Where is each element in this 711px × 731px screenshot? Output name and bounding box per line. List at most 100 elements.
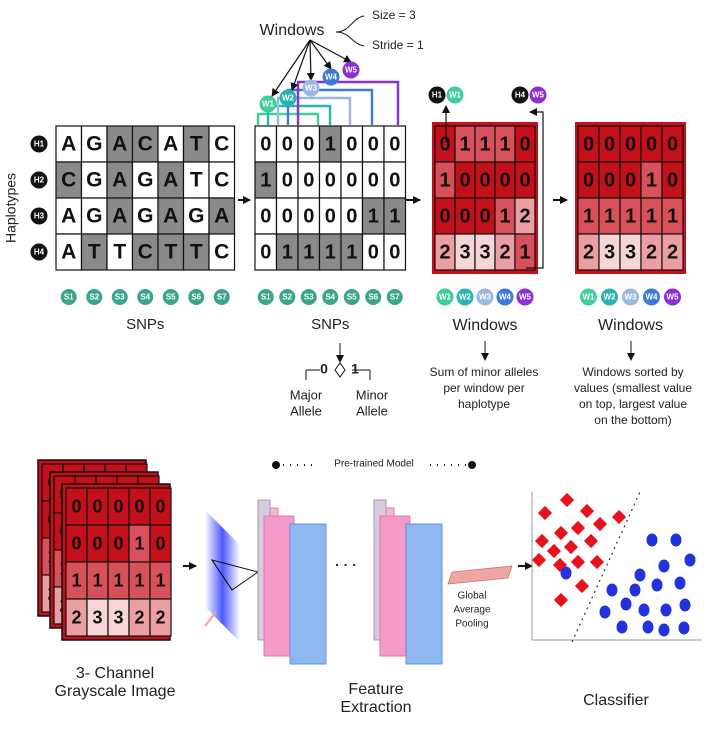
window-matrix-value: 3 — [459, 241, 470, 263]
window-matrix-value: 1 — [439, 169, 450, 191]
sorted-matrix-value: 0 — [604, 133, 615, 155]
sequence-matrix-value: C — [138, 241, 153, 264]
window-badge-4-w5-label: W5 — [667, 293, 680, 302]
class-b-point — [670, 533, 682, 547]
window-badge-3-w2-circle — [456, 288, 474, 306]
class-a-point — [546, 543, 562, 559]
sequence-matrix-value: G — [137, 205, 153, 228]
layer-blue-1 — [289, 523, 327, 665]
sequence-matrix-cell — [80, 197, 108, 235]
snp-badge-s5-circle — [162, 289, 179, 305]
channel-grid-3-value: 0 — [134, 496, 144, 516]
channel-grid-3-value: 0 — [113, 496, 123, 516]
window-badge-3-w4-circle — [496, 288, 514, 306]
sequence-matrix-value: C — [61, 169, 76, 192]
example-arrow-2 — [526, 108, 544, 269]
haplotype-badge-h3-label: H3 — [34, 212, 45, 221]
sequence-matrix-value: C — [214, 133, 229, 156]
channel-caption-line-1: Grayscale Image — [55, 683, 176, 700]
snps-caption-1: SNPs — [126, 316, 164, 333]
class-a-point — [553, 525, 569, 541]
pooling-label-line-0: Global — [458, 591, 487, 602]
class-b-point — [599, 605, 611, 619]
sequence-matrix-cell — [55, 161, 83, 199]
binary-matrix-value: 1 — [282, 241, 293, 263]
snp-badge-2-s3-label: S3 — [304, 293, 314, 302]
window-badge-3-w3-circle — [476, 288, 494, 306]
layers-ellipsis: · · · — [335, 557, 357, 573]
pooling-label-line-2: Pooling — [455, 619, 488, 630]
binary-matrix-value: 0 — [389, 241, 400, 263]
channel-grid-3-value: 1 — [71, 570, 81, 590]
sequence-matrix-value: T — [164, 241, 177, 264]
window-badge-top-w3-circle — [302, 79, 320, 97]
class-b-point — [678, 621, 690, 635]
channel-grid-3-value: 2 — [155, 607, 165, 627]
stride-brace — [335, 31, 365, 47]
binary-matrix-value: 0 — [260, 205, 271, 227]
sequence-matrix-cell — [208, 233, 236, 271]
window-matrix-value: 2 — [519, 205, 530, 227]
sequence-matrix-value: A — [61, 241, 76, 264]
snp-badge-s4-circle — [137, 289, 154, 305]
haplotype-badge-h2-label: H2 — [34, 176, 45, 185]
sequence-matrix-value: T — [190, 133, 203, 156]
size-label: Size = 3 — [372, 8, 416, 22]
class-b-point — [560, 566, 572, 580]
window-arrow-4 — [309, 39, 332, 70]
class-b-point — [674, 576, 686, 590]
snp-badge-2-s5-label: S5 — [347, 293, 357, 302]
class-b-point — [646, 533, 658, 547]
example-badge-h1-label: H1 — [432, 91, 443, 100]
window-bracket-3 — [276, 96, 352, 125]
window-matrix-value: 0 — [519, 133, 530, 155]
sum-note-line-0: Sum of minor alleles — [430, 365, 539, 379]
window-badge-3-w4-label: W4 — [499, 293, 512, 302]
sequence-matrix-cell — [182, 161, 210, 199]
class-b-point — [638, 603, 650, 617]
sequence-matrix-cell — [208, 125, 236, 163]
conv-kernel-edge — [211, 559, 233, 591]
class-b-point — [634, 568, 646, 582]
classifier-caption: Classifier — [583, 692, 649, 709]
snp-badge-s2-label: S2 — [89, 293, 99, 302]
sequence-matrix-cell — [106, 125, 134, 163]
sequence-matrix-cell — [157, 161, 185, 199]
binary-matrix-value: 0 — [303, 169, 314, 191]
class-b-point — [651, 578, 663, 592]
legend-diamond — [334, 362, 346, 378]
binary-matrix-value: 0 — [282, 133, 293, 155]
sequence-matrix-cell — [131, 233, 159, 271]
sequence-matrix-cell — [80, 125, 108, 163]
channel-grid-3-value: 1 — [113, 570, 123, 590]
window-badge-top-w4-circle — [322, 68, 340, 86]
one-label: 1 — [351, 361, 359, 377]
sequence-matrix-value: A — [163, 205, 178, 228]
snp-badge-2-s2-circle — [279, 289, 296, 305]
window-badge-4-w1-label: W1 — [583, 293, 596, 302]
binary-matrix-value: 1 — [325, 241, 336, 263]
binary-matrix-value: 1 — [303, 241, 314, 263]
sorted-matrix-value: 2 — [583, 241, 594, 263]
window-matrix-value: 1 — [499, 133, 510, 155]
haplotype-badge-h4-circle — [30, 243, 48, 261]
minor-allele-label-line-0: Minor — [356, 387, 389, 402]
sequence-matrix-value: T — [190, 241, 203, 264]
window-arrow-2 — [290, 39, 311, 91]
sequence-matrix-value: C — [214, 169, 229, 192]
sequence-matrix-value: A — [112, 169, 127, 192]
sequence-matrix-value: A — [112, 133, 127, 156]
minor-allele-label-line-1: Allele — [356, 403, 388, 418]
binary-matrix-value: 0 — [260, 241, 271, 263]
sorted-matrix-value: 0 — [646, 133, 657, 155]
channel-grid-3-value: 0 — [155, 496, 165, 516]
snp-badge-s7-circle — [213, 289, 230, 305]
snp-badge-s6-circle — [188, 289, 205, 305]
sequence-matrix-value: A — [112, 205, 127, 228]
sorted-note-line-0: Windows sorted by — [582, 365, 683, 379]
sequence-matrix-cell — [106, 197, 134, 235]
snp-badge-s3-circle — [111, 289, 128, 305]
binary-matrix-value: 0 — [282, 169, 293, 191]
major-allele-label-line-0: Major — [290, 387, 323, 402]
